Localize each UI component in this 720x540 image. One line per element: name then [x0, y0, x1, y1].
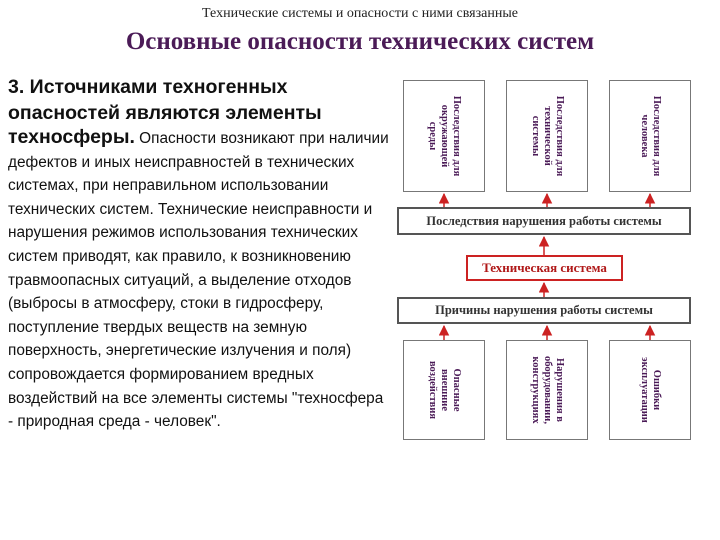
technical-system-box: Техническая система: [466, 255, 623, 281]
bottom-box-operation: Ошибки эксплуатации: [609, 340, 691, 440]
body-paragraph: Опасности возникают при наличии дефектов…: [8, 130, 389, 431]
body-text: 3. Источниками техногенных опасностей яв…: [8, 74, 390, 434]
top-box-human: Последствия для человека: [609, 80, 691, 192]
slide-title: Основные опасности технических систем: [125, 28, 595, 55]
body-lead: 3. Источниками техногенных опасностей яв…: [8, 76, 322, 124]
consequences-box: Последствия нарушения работы системы: [397, 207, 691, 235]
body-lead-tail: техносферы.: [8, 126, 135, 148]
top-box-environment: Последствия для окружающей среды: [403, 80, 485, 192]
bottom-box-equipment: Нарушения в оборудовании, конструкциях: [506, 340, 588, 440]
bottom-box-external: Опасные внешние воздействия: [403, 340, 485, 440]
slide-subtitle: Технические системы и опасности с ними с…: [202, 6, 518, 21]
top-box-system: Последствия для технической системы: [506, 80, 588, 192]
causes-box: Причины нарушения работы системы: [397, 297, 691, 324]
